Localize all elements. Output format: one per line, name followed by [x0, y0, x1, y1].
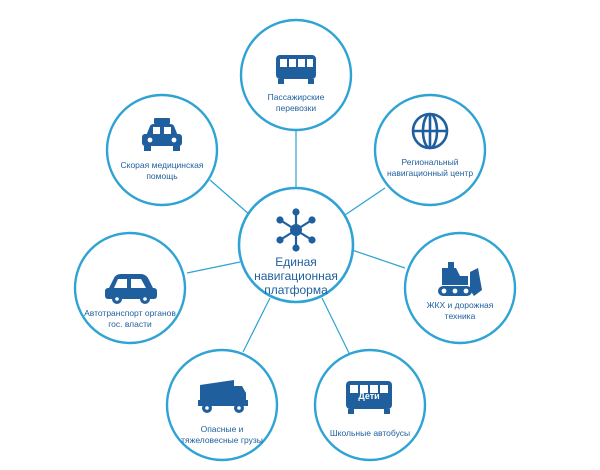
globe-icon — [411, 112, 449, 150]
node-passenger-label: Пассажирские перевозки — [267, 92, 325, 113]
link-regional — [344, 187, 386, 216]
node-cargo-label: Опасные и тяжеловесные грузы — [181, 424, 263, 445]
bus-icon — [276, 55, 316, 84]
connectors — [186, 130, 406, 356]
car-icon — [105, 274, 157, 304]
bulldozer-icon — [438, 262, 482, 296]
node-regional-label: Региональный навигационный центр — [386, 157, 474, 178]
hub-label: Единая навигационная платформа — [254, 255, 338, 297]
link-ambulance — [209, 179, 251, 216]
node-school-label: Школьные автобусы — [329, 428, 411, 438]
taxi-icon — [142, 118, 182, 151]
node-regional-circle — [373, 93, 487, 207]
node-government-label: Автотранспорт органов гос. власти — [84, 308, 176, 329]
node-utilities-label: ЖКХ и дорожная техника — [426, 300, 494, 321]
link-school — [321, 297, 351, 356]
link-utilities — [351, 249, 406, 269]
node-ambulance-label: Скорая медицинская помощь — [120, 160, 204, 181]
school-bus-icon — [346, 381, 392, 414]
school-bus-badge: Дети — [358, 391, 380, 401]
node-ambulance-circle — [105, 93, 219, 207]
link-cargo — [242, 297, 271, 353]
network-hub-icon — [276, 208, 316, 252]
truck-icon — [198, 380, 248, 413]
link-government — [186, 261, 241, 274]
